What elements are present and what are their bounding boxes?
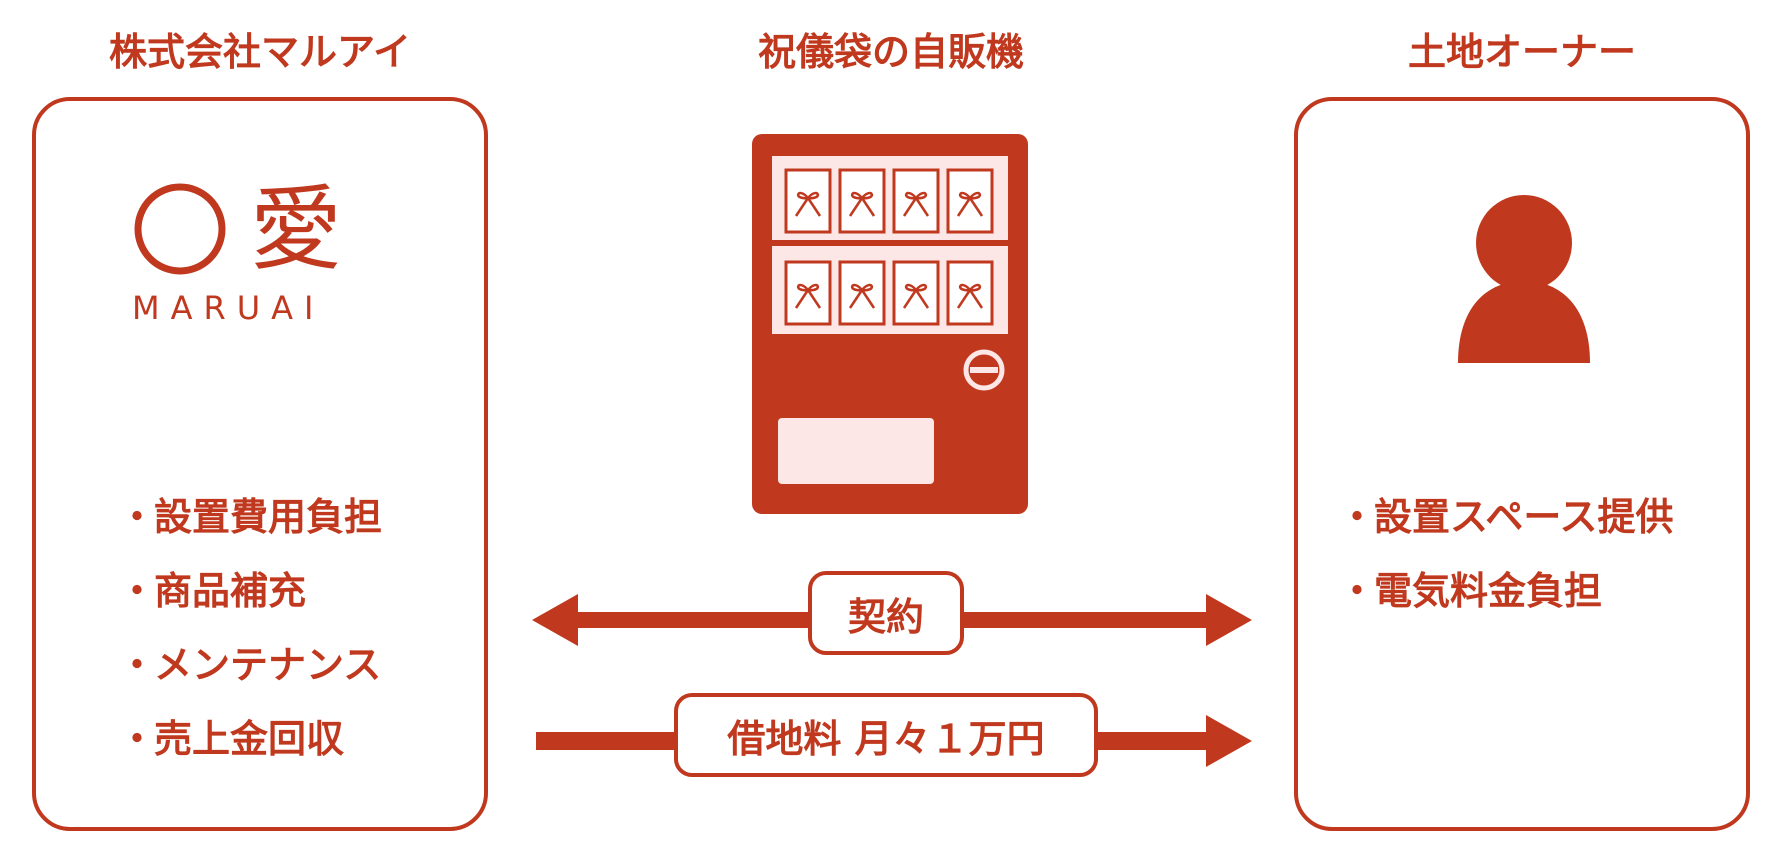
gift-envelope-icon — [784, 260, 832, 326]
list-item: ・商品補充 — [118, 550, 382, 624]
company-duties-list: ・設置費用負担 ・商品補充 ・メンテナンス ・売上金回収 — [118, 476, 382, 772]
envelope-row — [784, 260, 994, 326]
bullet-marker: ・ — [118, 716, 157, 761]
logo-kanji: 愛 — [250, 176, 343, 283]
gift-envelope-icon — [946, 260, 994, 326]
land-owner-panel: ・設置スペース提供 ・電気料金負担 — [1294, 97, 1750, 831]
rent-label: 借地料 月々１万円 — [674, 693, 1098, 777]
gift-envelope-icon — [892, 168, 940, 234]
person-icon — [1458, 195, 1590, 363]
circle-logo-mark — [134, 183, 226, 275]
gift-envelope-icon — [892, 260, 940, 326]
owner-duties-list: ・設置スペース提供 ・電気料金負担 — [1338, 476, 1673, 624]
bullet-marker: ・ — [1338, 568, 1377, 613]
list-item: ・売上金回収 — [118, 698, 382, 772]
contract-label: 契約 — [808, 571, 964, 655]
list-item-label: メンテナンス — [154, 642, 382, 687]
list-item-label: 設置費用負担 — [154, 494, 383, 539]
gift-envelope-icon — [838, 168, 886, 234]
bullet-marker: ・ — [118, 494, 157, 539]
vending-machine-title: 祝儀袋の自販機 — [757, 30, 1024, 74]
list-item-label: 商品補充 — [154, 568, 307, 613]
maruai-logo: 愛 MARUAI — [132, 176, 392, 331]
gift-envelope-icon — [838, 260, 886, 326]
coin-slot-icon — [963, 349, 1005, 391]
list-item-label: 設置スペース提供 — [1374, 494, 1674, 539]
land-owner-title: 土地オーナー — [1407, 30, 1636, 74]
logo-wordmark: MARUAI — [132, 289, 325, 327]
company-title: 株式会社マルアイ — [108, 30, 412, 74]
dispense-slot — [778, 418, 934, 484]
bullet-marker: ・ — [1338, 494, 1377, 539]
list-item: ・設置費用負担 — [118, 476, 382, 550]
list-item-label: 売上金回収 — [154, 716, 345, 761]
vending-machine-icon — [752, 134, 1028, 514]
envelope-row — [784, 168, 994, 234]
list-item: ・電気料金負担 — [1338, 550, 1673, 624]
list-item: ・メンテナンス — [118, 624, 382, 698]
list-item-label: 電気料金負担 — [1374, 568, 1603, 613]
gift-envelope-icon — [946, 168, 994, 234]
gift-envelope-icon — [784, 168, 832, 234]
bullet-marker: ・ — [118, 642, 157, 687]
bullet-marker: ・ — [118, 568, 157, 613]
company-panel: 愛 MARUAI ・設置費用負担 ・商品補充 ・メンテナンス ・売上金回収 — [32, 97, 488, 831]
list-item: ・設置スペース提供 — [1338, 476, 1673, 550]
